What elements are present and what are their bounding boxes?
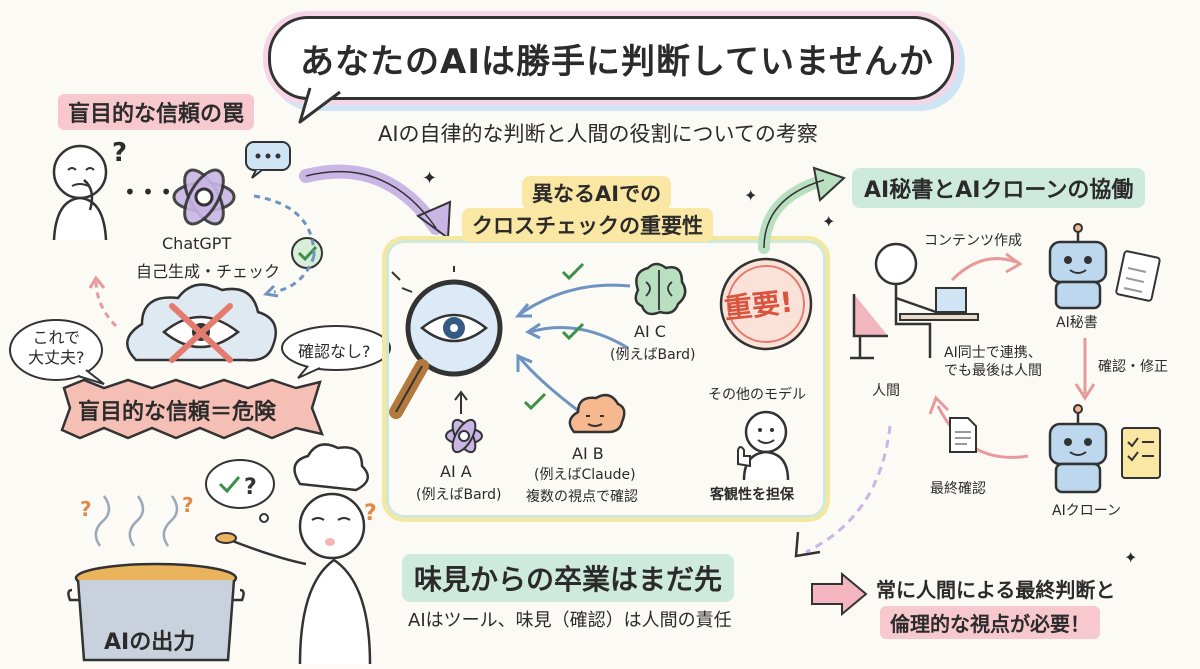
- svg-text:?: ?: [182, 493, 194, 517]
- claude-cloud-icon: [568, 393, 626, 434]
- title-bubble: [268, 16, 954, 100]
- ai-clone-label: AIクローン: [1052, 503, 1122, 519]
- ai-a-logo-icon: [445, 418, 483, 454]
- ai-c-name: AI C: [634, 322, 666, 341]
- question-mark-icon: ?: [112, 138, 128, 168]
- graduation-heading: 味見からの卒業はまだ先: [402, 554, 735, 602]
- conclusion-line2: 倫理的な視点が必要！: [880, 606, 1100, 639]
- pot-label: AIの出力: [104, 630, 196, 655]
- conclusion-line1: 常に人間による最終判断と: [876, 578, 1116, 602]
- steam-question-icon: ? ?: [80, 493, 194, 547]
- crosscheck-arrows: [514, 283, 631, 414]
- check-mark-icon: [561, 262, 585, 281]
- speech-bubble-left: [9, 319, 105, 385]
- objectivity-label: 客観性を担保: [710, 487, 794, 503]
- content-creation-label: コンテンツ作成: [924, 233, 1022, 249]
- blind-trust-heading: 盲目的な信頼の罠: [58, 94, 255, 130]
- important-stamp: 重要!: [722, 285, 795, 326]
- ai-a-name: AI A: [440, 462, 472, 481]
- danger-banner: 盲目的な信頼＝危険: [78, 400, 277, 425]
- arrow-right-icon: [811, 571, 868, 617]
- crosscheck-heading-line2: クロスチェックの重要性: [462, 208, 713, 242]
- svg-text:?: ?: [80, 497, 92, 521]
- important-stamp-circle: [719, 257, 813, 351]
- sparkle-icon: ✦: [1124, 548, 1138, 567]
- ai-clone-robot-icon: [1048, 404, 1161, 494]
- ai-coop-note: AI同士で連携、 でも最後は人間: [944, 345, 1042, 379]
- sparkle-icon: ✦: [422, 168, 438, 189]
- chatgpt-label: ChatGPT: [162, 234, 232, 253]
- magnifier-eye-icon: [389, 266, 503, 419]
- arrow-down-to-clone: [1074, 338, 1096, 401]
- bubble-ok-text: これで 大丈夫?: [28, 328, 85, 367]
- graduation-subtitle: AIはツール、味見（確認）は人間の責任: [408, 610, 732, 631]
- chatgpt-logo-icon: [172, 168, 236, 226]
- blind-eye-cloud-icon: [126, 283, 277, 363]
- thumbs-up-person-icon: [737, 410, 790, 481]
- arrow-clone-to-human: [928, 395, 1029, 459]
- ai-secretary-robot-icon: [1048, 223, 1161, 310]
- ai-a-example: (例えばBard): [416, 487, 502, 503]
- ai-secretary-label: AI秘書: [1056, 315, 1098, 331]
- arrow-down-to-footer: [794, 425, 892, 558]
- sparkle-icon: ✦: [822, 212, 836, 231]
- check-mark-icon: [523, 392, 547, 411]
- other-models-label: その他のモデル: [708, 387, 806, 403]
- confirm-fix-label: 確認・修正: [1098, 359, 1168, 375]
- check-mark-icon: [561, 322, 585, 341]
- confused-person-icon: [52, 144, 108, 241]
- human-at-desk-icon: [850, 242, 979, 360]
- loop-arrow-icon: [253, 194, 316, 298]
- arrow-to-collab: [758, 166, 846, 254]
- document-icon: [949, 417, 977, 453]
- page-subtitle: AIの自律的な判断と人間の役割についての考察: [378, 122, 818, 146]
- ai-b-example: (例えばClaude): [534, 467, 636, 483]
- ellipsis-icon: • • •: [124, 180, 173, 204]
- title-bubble-tail: [298, 87, 341, 124]
- collab-heading: AI秘書とAIクローンの協働: [852, 168, 1146, 208]
- human-label: 人間: [872, 383, 900, 399]
- crosscheck-heading-line1: 異なるAIでの: [522, 176, 672, 210]
- check-circle-icon: [291, 237, 323, 269]
- chat-bubble-icon: [245, 141, 291, 179]
- ai-b-note: 複数の視点で確認: [526, 489, 638, 505]
- up-arrow-small-icon: [454, 390, 468, 414]
- page-title: あなたのAIは勝手に判断していませんか: [300, 42, 934, 82]
- ai-c-example: (例えばBard): [610, 347, 696, 363]
- cooking-pot-icon: [67, 562, 245, 662]
- speech-bubble-right: [281, 325, 391, 379]
- danger-banner-shape: [60, 378, 325, 440]
- self-check-label: 自己生成・チェック: [136, 262, 281, 281]
- final-check-label: 最終確認: [930, 481, 986, 497]
- arrow-to-secretary: [950, 252, 1023, 282]
- curved-arrow-to-crosscheck: [299, 164, 452, 240]
- brain-icon: [634, 262, 687, 316]
- bubble-no-check-text: 確認なし?: [298, 342, 371, 361]
- svg-text:?: ?: [244, 475, 257, 500]
- up-arrow-icon: [88, 275, 118, 328]
- svg-text:?: ?: [364, 501, 377, 526]
- sparkle-icon: ✦: [744, 186, 758, 205]
- chef-tasting-icon: ? ?: [205, 443, 377, 665]
- ai-b-name: AI B: [572, 444, 604, 463]
